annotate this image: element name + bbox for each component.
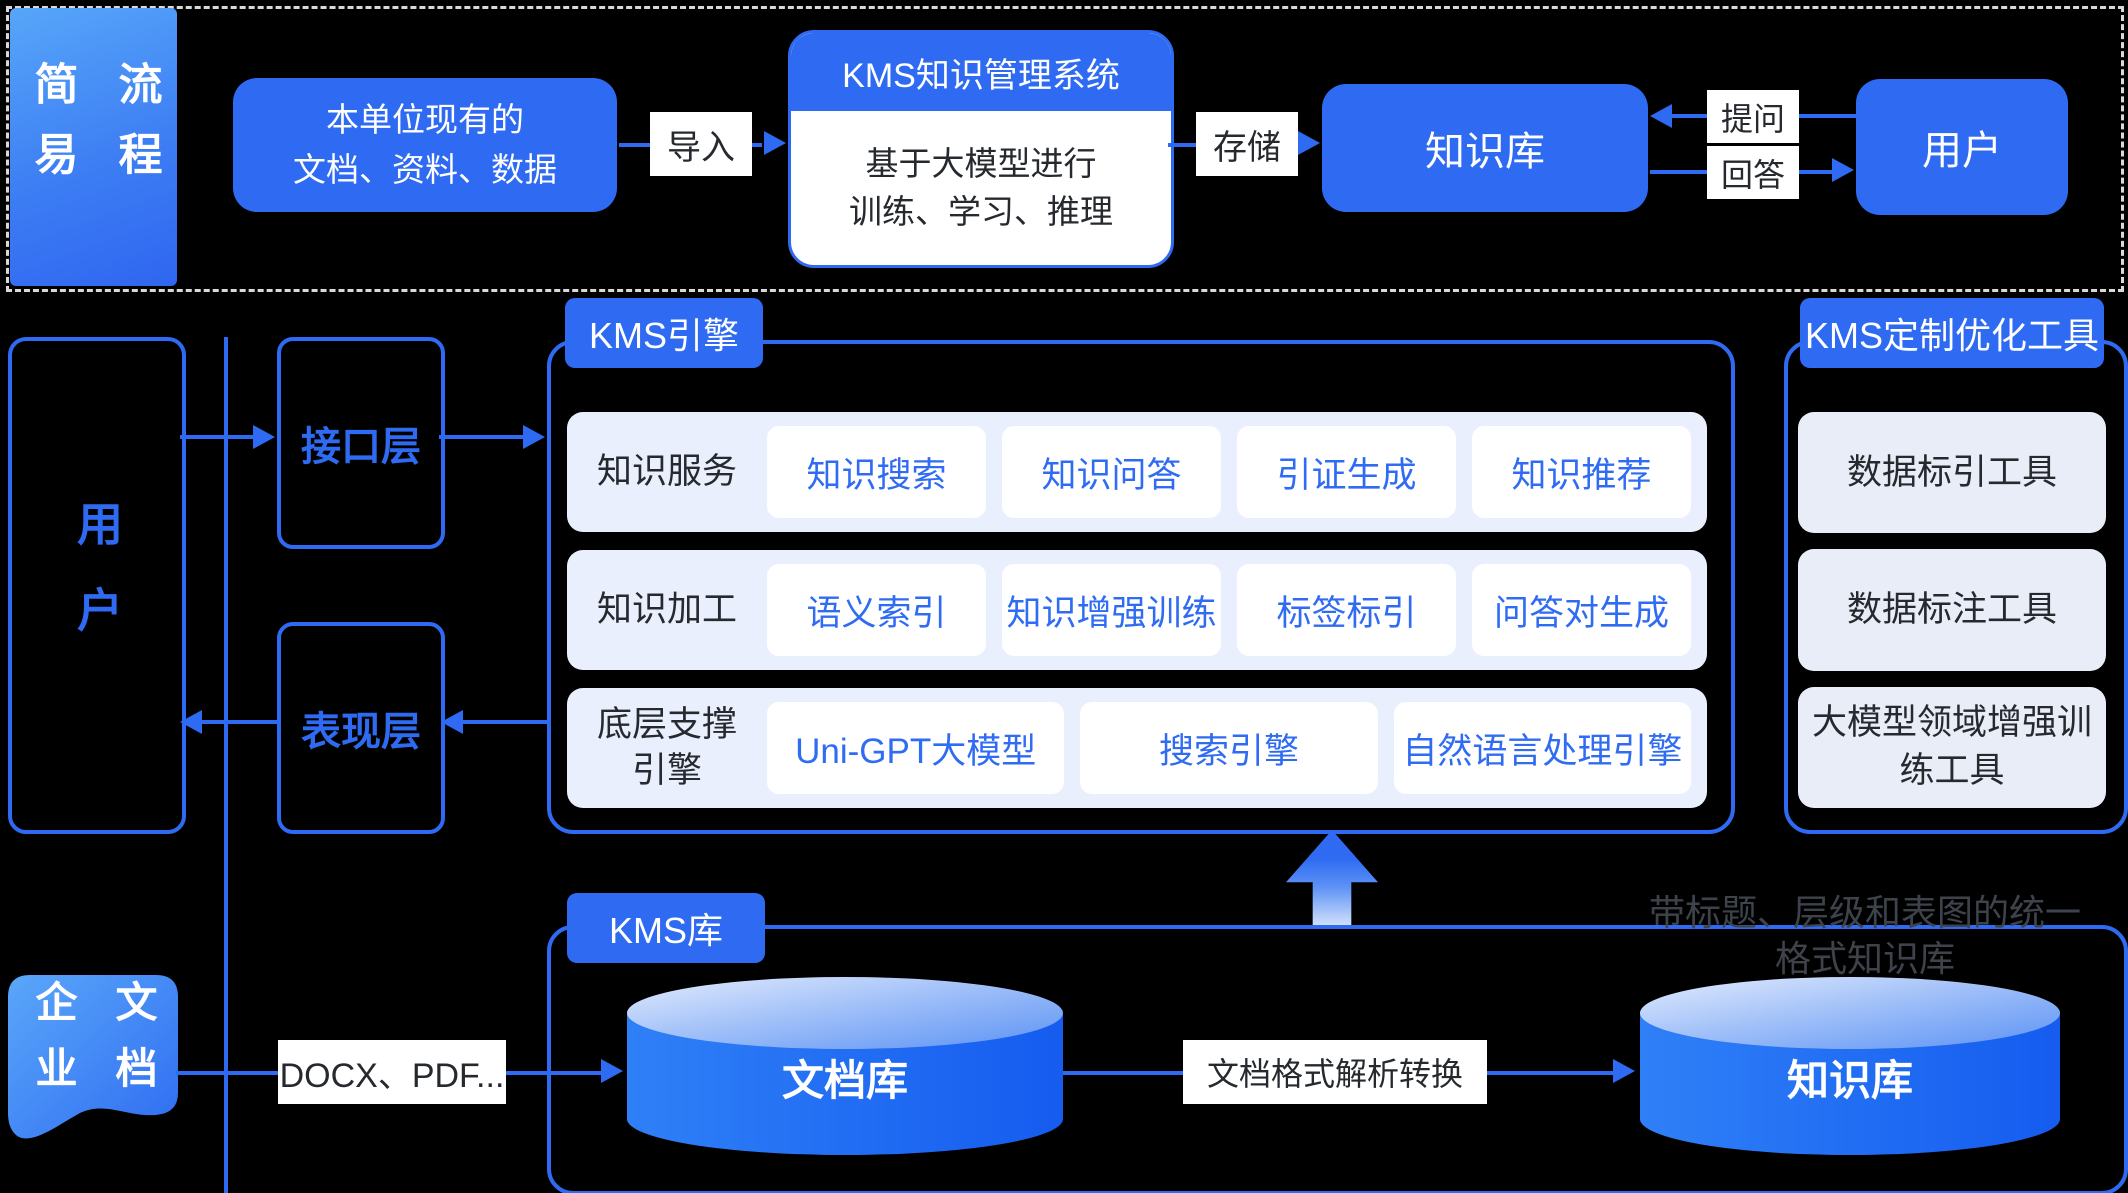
user-node-left-text: 用户 [71,499,123,672]
kms-engine-tag: KMS引擎 [565,298,763,368]
kms-store-tag: KMS库 [567,893,765,963]
engine-row-knowledge-service: 知识服务 知识搜索 知识问答 引证生成 知识推荐 [567,412,1707,532]
arrowhead-right-icon [764,131,786,155]
tool-card: 数据标引工具 [1798,412,2106,534]
arrowhead-left-icon [441,710,463,734]
kms-engine-rows: 知识服务 知识搜索 知识问答 引证生成 知识推荐 知识加工 语义索引 知识增强训… [567,412,1707,808]
kms-engine-panel [547,340,1735,834]
arrowhead-left-icon [1650,104,1672,128]
connector-line [463,720,549,724]
document-shape-icon [8,975,178,1139]
boundary-vertical-line [224,337,228,1193]
presentation-layer-node: 表现层 [277,622,445,834]
engine-row-label: 底层支撑引擎 [596,705,737,790]
kb-note: 带标题、层级和表图的统一 格式知识库 [1648,892,2081,979]
arrowhead-left-icon [180,710,202,734]
engine-chip: 知识问答 [1002,426,1221,518]
tool-card: 数据标注工具 [1798,549,2106,671]
engine-chip: Uni-GPT大模型 [767,702,1065,794]
tool-card: 大模型领域增强训练工具 [1798,686,2106,808]
source-docs-node: 本单位现有的 文档、资料、数据 [233,78,617,212]
engine-chip: 自然语言处理引擎 [1393,702,1691,794]
kms-system-body: 基于大模型进行 训练、学习、推理 [849,145,1113,230]
formats-arrow-label: DOCX、PDF... [278,1040,506,1104]
arrowhead-right-icon [1613,1059,1635,1083]
arrowhead-right-icon [1298,131,1320,155]
connector-line [1063,1071,1185,1075]
knowledge-base-node-top: 知识库 [1322,84,1648,212]
arrowhead-right-icon [1832,158,1854,182]
enterprise-docs-node: 企业文档 [8,975,178,1161]
kms-system-node: KMS知识管理系统 基于大模型进行 训练、学习、推理 [788,30,1174,268]
enterprise-docs-text: 企业文档 [30,980,157,1112]
arrowhead-right-icon [601,1059,623,1083]
cylinder-shape-icon [1640,977,2060,1155]
connector-line [180,435,255,439]
store-arrow-label: 存储 [1196,112,1298,176]
engine-row-base-engines: 底层支撑引擎 Uni-GPT大模型 搜索引擎 自然语言处理引擎 [567,688,1707,808]
user-node-left: 用户 [8,337,186,834]
connector-line [439,435,525,439]
source-docs-text: 本单位现有的 文档、资料、数据 [293,101,557,188]
doc-store-label: 文档库 [781,1057,908,1104]
arrowhead-right-icon [253,425,275,449]
engine-row-label: 知识加工 [596,590,737,629]
engine-chip: 问答对生成 [1472,564,1691,656]
up-arrow-icon [1286,830,1378,925]
arrowhead-right-icon [523,425,545,449]
engine-chip: 知识增强训练 [1002,564,1221,656]
user-node-top: 用户 [1856,79,2068,215]
kb-store-cylinder: 知识库 [1640,975,2060,1165]
simple-flow-dashed-frame [6,6,2124,292]
kms-tools-tag: KMS定制优化工具 [1800,298,2104,368]
import-arrow-label: 导入 [650,112,752,176]
answer-arrow-label: 回答 [1707,146,1799,199]
interface-layer-node: 接口层 [277,337,445,549]
convert-arrow-label: 文档格式解析转换 [1183,1040,1487,1104]
cylinder-shape-icon [627,977,1063,1155]
lane-label-simple-flow: 简易流程 [10,8,177,286]
connector-line [202,720,279,724]
engine-chip: 知识推荐 [1472,426,1691,518]
engine-chip: 引证生成 [1237,426,1456,518]
kb-store-label: 知识库 [1786,1057,1913,1104]
doc-store-cylinder: 文档库 [627,975,1063,1165]
kms-system-title: KMS知识管理系统 [791,33,1171,111]
engine-chip: 知识搜索 [767,426,986,518]
lane-label-text: 简易流程 [27,61,161,201]
ask-arrow-label: 提问 [1707,90,1799,143]
engine-chip: 语义索引 [767,564,986,656]
engine-chip: 搜索引擎 [1080,702,1378,794]
engine-row-knowledge-processing: 知识加工 语义索引 知识增强训练 标签标引 问答对生成 [567,550,1707,670]
kms-tools-cards: 数据标引工具 数据标注工具 大模型领域增强训练工具 [1798,412,2106,808]
engine-row-label: 知识服务 [596,452,737,491]
engine-chip: 标签标引 [1237,564,1456,656]
kms-store-panel [547,925,2128,1193]
connector-line [1487,1071,1613,1075]
